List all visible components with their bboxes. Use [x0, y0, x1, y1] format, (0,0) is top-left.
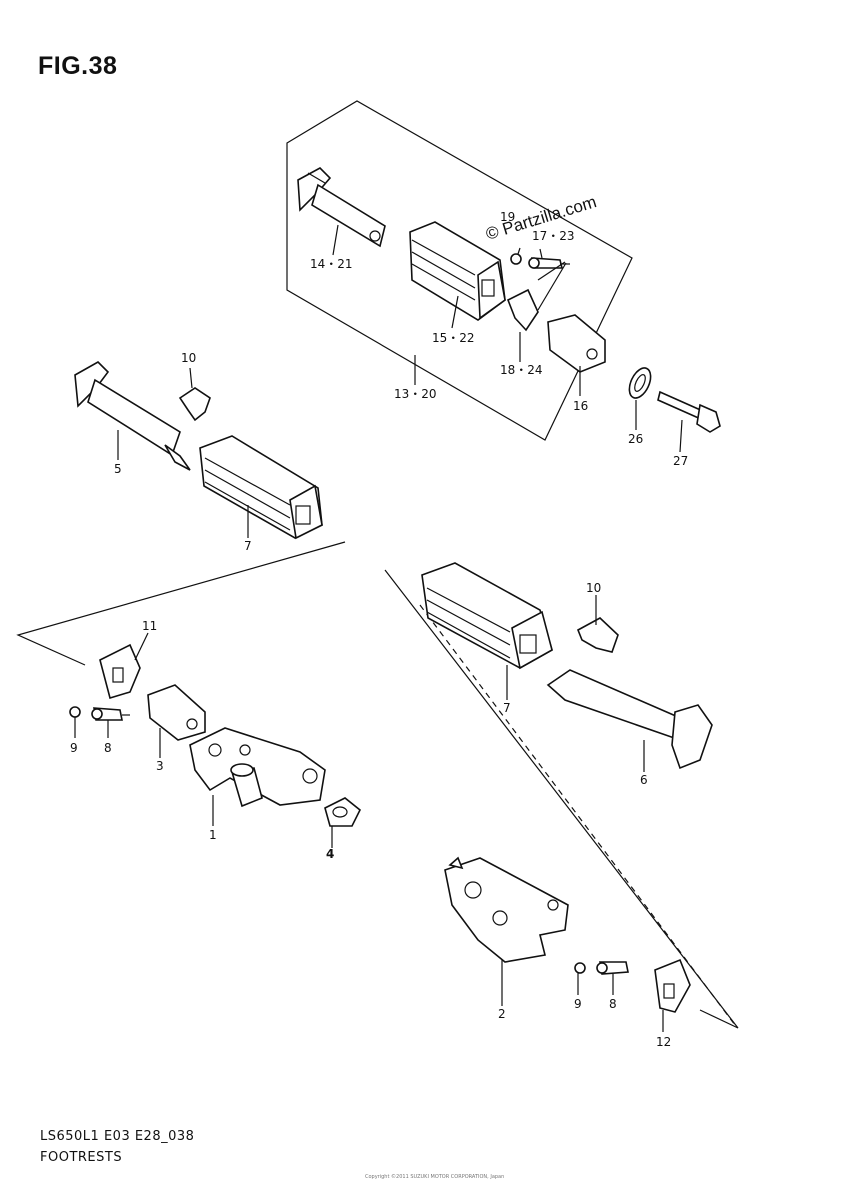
leader-lines [74, 224, 683, 1032]
callout-12: 12 [656, 1035, 671, 1049]
diagram-section-name: FOOTRESTS [40, 1150, 123, 1165]
part-plate-upper[interactable] [506, 288, 539, 332]
part-nut-upper[interactable] [510, 253, 522, 265]
callout-14-21: 14・21 [310, 257, 353, 271]
part-cotter-pin-left[interactable] [178, 387, 211, 422]
assembly-outline-upper-inner-2 [537, 262, 567, 311]
callout-2: 2 [498, 1007, 506, 1021]
assembly-outline-right [384, 569, 739, 1029]
callout-10-right: 10 [586, 581, 601, 595]
part-bolt[interactable] [657, 390, 721, 433]
part-main-bracket-right[interactable] [444, 856, 569, 963]
callout-3: 3 [156, 759, 164, 773]
part-pin-upper[interactable] [528, 257, 570, 269]
part-plate-left[interactable] [99, 643, 141, 700]
callout-19: 19 [500, 210, 515, 224]
callout-4: 4 [326, 847, 334, 861]
part-main-bracket-left[interactable] [189, 727, 326, 808]
copyright-fine-print: Copyright ©2011 SUZUKI MOTOR CORPORATION… [365, 1174, 505, 1180]
part-footrest-bracket-upper[interactable] [297, 167, 386, 248]
callout-8-right: 8 [609, 997, 617, 1011]
part-rubber-pad-left[interactable] [199, 435, 323, 540]
part-pivot-bracket-upper[interactable] [547, 314, 606, 373]
callout-7-left: 7 [244, 539, 252, 553]
assembly-outline-left [16, 541, 346, 666]
callout-6: 6 [640, 773, 648, 787]
part-pivot-block-left[interactable] [147, 684, 206, 741]
part-footrest-bracket-left[interactable] [74, 361, 191, 471]
callout-11: 11 [142, 619, 157, 633]
part-plate-right[interactable] [654, 958, 691, 1013]
callout-7-right: 7 [503, 701, 511, 715]
part-nut-left[interactable] [69, 706, 81, 718]
callout-26: 26 [628, 432, 643, 446]
callout-5: 5 [114, 462, 122, 476]
figure-title: FIG.38 [38, 52, 118, 80]
part-footrest-bracket-right[interactable] [546, 669, 713, 770]
diagram-code: LS650L1 E03 E28_038 [40, 1129, 195, 1144]
part-hex-nut[interactable] [324, 797, 362, 827]
callout-9-right: 9 [574, 997, 582, 1011]
callout-27: 27 [673, 454, 688, 468]
callout-10-left: 10 [181, 351, 196, 365]
callout-9-left: 9 [70, 741, 78, 755]
callout-15-22: 15・22 [432, 331, 475, 345]
assembly-outline-upper-inner [537, 261, 566, 281]
callout-18-24: 18・24 [500, 363, 543, 377]
part-rubber-pad-upper[interactable] [409, 221, 506, 321]
part-pin-right[interactable] [596, 961, 629, 975]
part-rubber-pad-right[interactable] [421, 562, 553, 670]
callout-13-20: 13・20 [394, 387, 437, 401]
part-cotter-pin-right[interactable] [576, 617, 619, 653]
part-washer[interactable] [625, 365, 655, 402]
part-nut-right[interactable] [574, 962, 586, 974]
part-pin-left[interactable] [91, 707, 130, 721]
callout-16: 16 [573, 399, 588, 413]
callout-1: 1 [209, 828, 217, 842]
callout-8-left: 8 [104, 741, 112, 755]
callout-17-23: 17・23 [532, 229, 575, 243]
